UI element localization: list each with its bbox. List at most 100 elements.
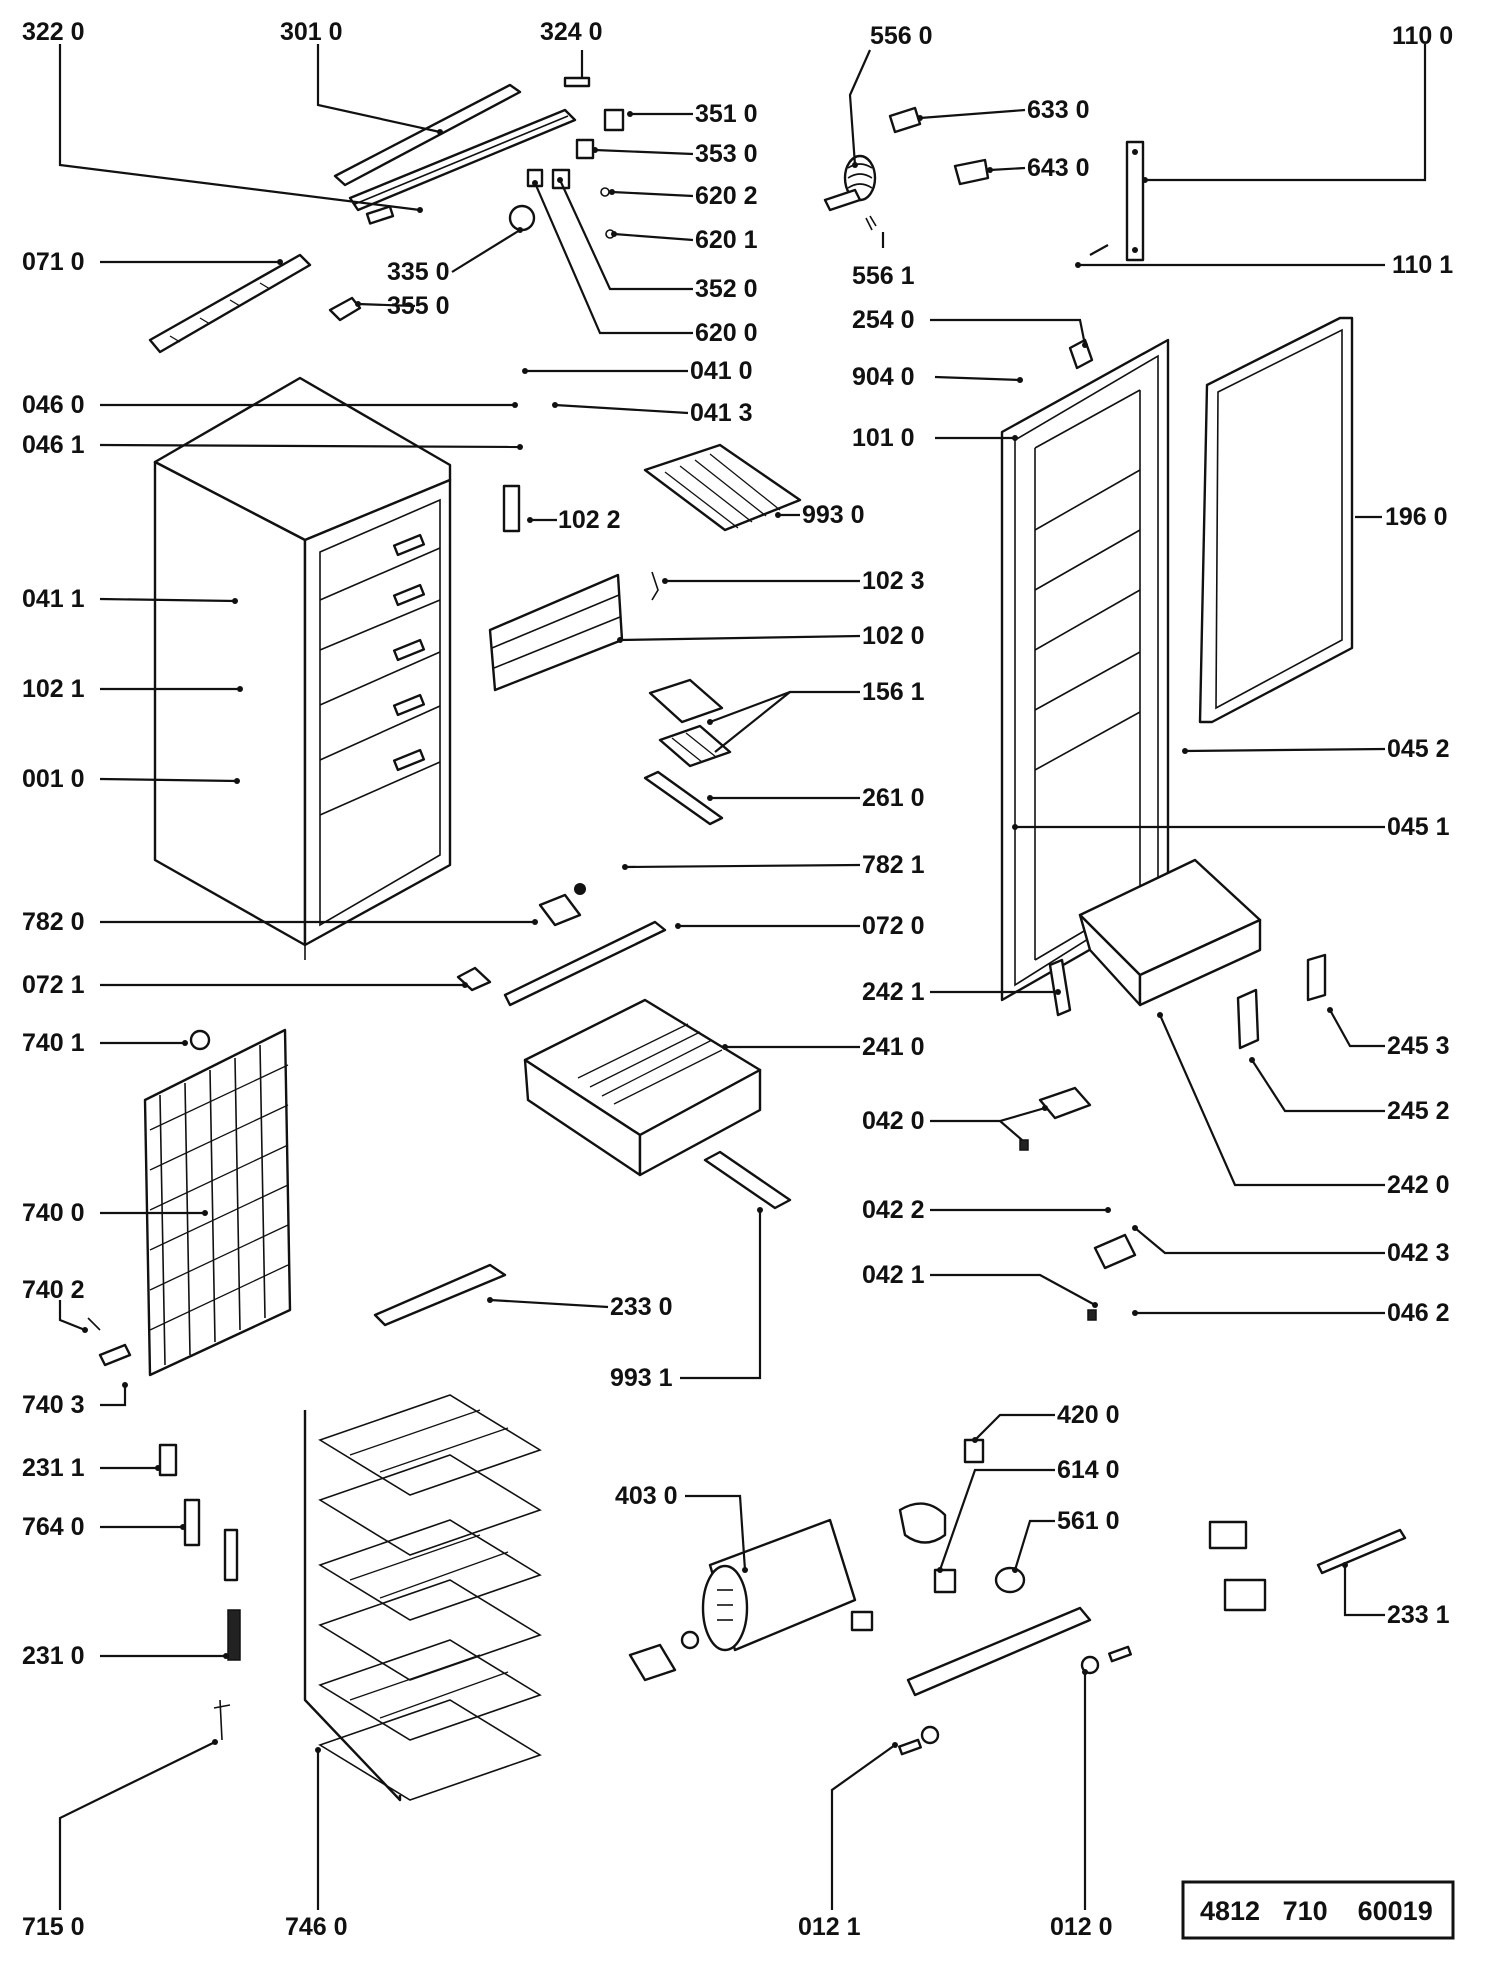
callout-0121: 012 1 (798, 1913, 861, 1941)
callout-1010: 101 0 (852, 424, 915, 452)
callout-5610: 561 0 (1057, 1507, 1120, 1535)
callout-3010: 301 0 (280, 18, 343, 46)
callout-0451: 045 1 (1387, 813, 1450, 841)
leader-lines (58, 44, 1427, 1910)
callout-7640: 764 0 (22, 1513, 85, 1541)
part-2310 (227, 1609, 241, 1661)
callout-3220: 322 0 (22, 18, 85, 46)
part-2331c (1316, 1528, 1407, 1575)
callout-6140: 614 0 (1057, 1456, 1120, 1484)
support-2421 (1048, 958, 1072, 1017)
callout-0410: 041 0 (690, 357, 753, 385)
callout-5561: 556 1 (852, 262, 915, 290)
relay-6140 (933, 1568, 957, 1594)
callout-3530: 353 0 (695, 140, 758, 168)
callout-0411: 041 1 (22, 585, 85, 613)
callout-1561: 156 1 (862, 678, 925, 706)
callout-2540: 254 0 (852, 306, 915, 334)
door-hinge (1089, 140, 1145, 262)
part-7402 (87, 1317, 101, 1331)
callout-1021: 102 1 (22, 675, 85, 703)
overload-5610 (994, 1566, 1026, 1594)
callout-0721: 072 1 (22, 971, 85, 999)
part-7640 (183, 1498, 201, 1547)
capacitor (898, 1502, 947, 1544)
callout-2452: 245 2 (1387, 1097, 1450, 1125)
callout-1960: 196 0 (1385, 503, 1448, 531)
wire-shelves (303, 1394, 542, 1802)
bar-2330 (373, 1263, 507, 1327)
callout-0461: 046 1 (22, 431, 85, 459)
hinge-0420 (1038, 1086, 1092, 1120)
callout-2453: 245 3 (1387, 1032, 1450, 1060)
drawer-lower (523, 998, 762, 1177)
callout-1022: 102 2 (558, 506, 621, 534)
door-gasket (1198, 316, 1354, 724)
callout-labels: 322 0 301 0 324 0 556 0 110 0 351 0 353 … (22, 18, 1453, 1941)
strip-261 (643, 770, 724, 826)
pin-0120 (1108, 1645, 1132, 1663)
support-2453 (1306, 953, 1327, 1002)
callout-9040: 904 0 (852, 363, 915, 391)
grommet-0121 (920, 1725, 940, 1745)
callout-3240: 324 0 (540, 18, 603, 46)
part-7150 (213, 1699, 231, 1741)
shelf-front (456, 883, 667, 1007)
screw-0421 (1087, 1309, 1097, 1321)
door (1000, 338, 1170, 1002)
part-7641 (223, 1528, 239, 1582)
callout-9930: 993 0 (802, 501, 865, 529)
grommet-0120 (1080, 1655, 1100, 1675)
callout-0421: 042 1 (862, 1261, 925, 1289)
callout-1100: 110 0 (1392, 22, 1453, 50)
callout-2421: 242 1 (862, 978, 925, 1006)
top-rails (148, 83, 577, 354)
callout-7403: 740 3 (22, 1391, 85, 1419)
reference-box: 4812 710 60019 (1181, 1880, 1455, 1940)
callout-7820: 782 0 (22, 908, 85, 936)
callout-0423: 042 3 (1387, 1239, 1450, 1267)
callout-3520: 352 0 (695, 275, 758, 303)
callout-7401: 740 1 (22, 1029, 85, 1057)
part-2311 (158, 1443, 178, 1477)
callout-1023: 102 3 (862, 567, 925, 595)
part-2331b (1223, 1578, 1267, 1612)
callout-3510: 351 0 (695, 100, 758, 128)
condenser (143, 1028, 292, 1377)
handle-9931 (703, 1150, 792, 1210)
callout-0720: 072 0 (862, 912, 925, 940)
callout-0462: 046 2 (1387, 1299, 1450, 1327)
thermostat-components (823, 106, 990, 231)
callout-0413: 041 3 (690, 399, 753, 427)
relay-4200 (963, 1438, 985, 1464)
callout-4030: 403 0 (615, 1482, 678, 1510)
callout-6201: 620 1 (695, 226, 758, 254)
callout-0120: 012 0 (1050, 1913, 1113, 1941)
compressor (628, 1518, 874, 1682)
callout-3550: 355 0 (387, 292, 450, 320)
callout-2331: 233 1 (1387, 1601, 1450, 1629)
callout-4200: 420 0 (1057, 1401, 1120, 1429)
callout-9931: 993 1 (610, 1364, 673, 1392)
callout-2311: 231 1 (22, 1454, 85, 1482)
base-plate (906, 1606, 1092, 1697)
part-2331a (1208, 1520, 1248, 1550)
callout-1020: 102 0 (862, 622, 925, 650)
callout-6202: 620 2 (695, 182, 758, 210)
callout-6200: 620 0 (695, 319, 758, 347)
callout-0422: 042 2 (862, 1196, 925, 1224)
callout-7150: 715 0 (22, 1913, 85, 1941)
callout-0710: 071 0 (22, 248, 85, 276)
callout-2610: 261 0 (862, 784, 925, 812)
drawer-upper (1078, 858, 1262, 1007)
pin-0121 (898, 1738, 922, 1756)
callout-6430: 643 0 (1027, 154, 1090, 182)
callout-0452: 045 2 (1387, 735, 1450, 763)
callout-7821: 782 1 (862, 851, 925, 879)
control-components (508, 76, 625, 239)
part-7403 (98, 1343, 132, 1367)
callout-2420: 242 0 (1387, 1171, 1450, 1199)
callout-6330: 633 0 (1027, 96, 1090, 124)
callout-2410: 241 0 (862, 1033, 925, 1061)
